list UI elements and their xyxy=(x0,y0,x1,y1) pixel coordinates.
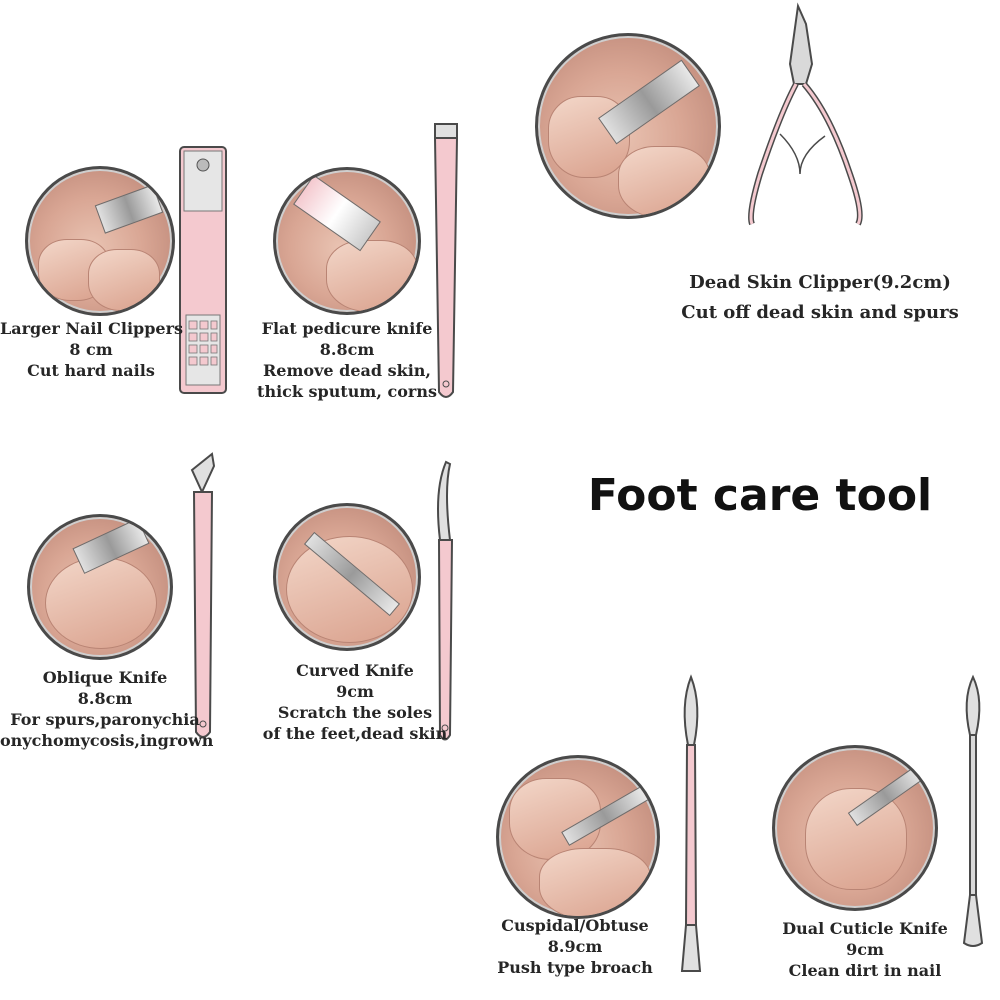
dead-skin-clipper-caption: Dead Skin Clipper(9.2cm) Cut off dead sk… xyxy=(660,268,980,328)
flat-knife-icon xyxy=(433,123,459,398)
dead-skin-clipper-icon xyxy=(748,2,863,226)
curved-knife-size: 9cm xyxy=(336,682,374,701)
flat-knife-photo xyxy=(273,167,421,315)
curved-knife-desc-2: of the feet,dead skin xyxy=(262,724,448,743)
flat-knife-desc-1: Remove dead skin, xyxy=(263,361,431,380)
cuspidal-icon xyxy=(680,674,702,972)
cuspidal-size: 8.9cm xyxy=(547,937,603,956)
flat-knife-caption: Flat pedicure knife 8.8cm Remove dead sk… xyxy=(252,318,442,402)
oblique-knife-name: Oblique Knife xyxy=(42,668,168,687)
curved-knife-caption: Curved Knife 9cm Scratch the soles of th… xyxy=(255,660,455,744)
curved-knife-name: Curved Knife xyxy=(296,661,414,680)
dual-cuticle-desc: Clean dirt in nail xyxy=(788,961,942,980)
flat-knife-size: 8.8cm xyxy=(319,340,375,359)
dual-cuticle-size: 9cm xyxy=(846,940,884,959)
dual-cuticle-icon xyxy=(962,674,984,947)
dual-cuticle-caption: Dual Cuticle Knife 9cm Clean dirt in nai… xyxy=(770,918,960,981)
curved-knife-desc-1: Scratch the soles xyxy=(277,703,433,722)
dual-cuticle-photo xyxy=(772,745,938,911)
nail-clippers-caption: Larger Nail Clippers 8 cm Cut hard nails xyxy=(0,318,184,381)
nail-clippers-size: 8 cm xyxy=(69,340,113,359)
oblique-knife-icon xyxy=(190,452,216,738)
dead-skin-clipper-desc: Cut off dead skin and spurs xyxy=(681,302,959,323)
dead-skin-clipper-photo xyxy=(535,33,721,219)
oblique-knife-caption: Oblique Knife 8.8cm For spurs,paronychia… xyxy=(0,667,214,751)
curved-knife-icon xyxy=(437,460,454,741)
nail-clippers-name: Larger Nail Clippers xyxy=(0,319,184,338)
oblique-knife-desc-1: For spurs,paronychia xyxy=(10,710,200,729)
page-title: Foot care tool xyxy=(587,470,933,521)
cuspidal-desc: Push type broach xyxy=(497,958,653,977)
cuspidal-name: Cuspidal/Obtuse xyxy=(501,916,649,935)
oblique-knife-photo xyxy=(27,514,173,660)
oblique-knife-desc-2: onychomycosis,ingrown xyxy=(0,731,214,750)
nail-clippers-icon xyxy=(179,146,227,394)
flat-knife-name: Flat pedicure knife xyxy=(261,319,433,338)
oblique-knife-size: 8.8cm xyxy=(77,689,133,708)
dual-cuticle-name: Dual Cuticle Knife xyxy=(782,919,948,938)
dead-skin-clipper-name: Dead Skin Clipper(9.2cm) xyxy=(689,272,951,293)
curved-knife-photo xyxy=(273,503,421,651)
nail-clippers-photo xyxy=(25,166,175,316)
cuspidal-caption: Cuspidal/Obtuse 8.9cm Push type broach xyxy=(478,915,672,978)
nail-clippers-desc: Cut hard nails xyxy=(27,361,155,380)
flat-knife-desc-2: thick sputum, corns xyxy=(257,382,437,401)
cuspidal-photo xyxy=(496,755,660,919)
